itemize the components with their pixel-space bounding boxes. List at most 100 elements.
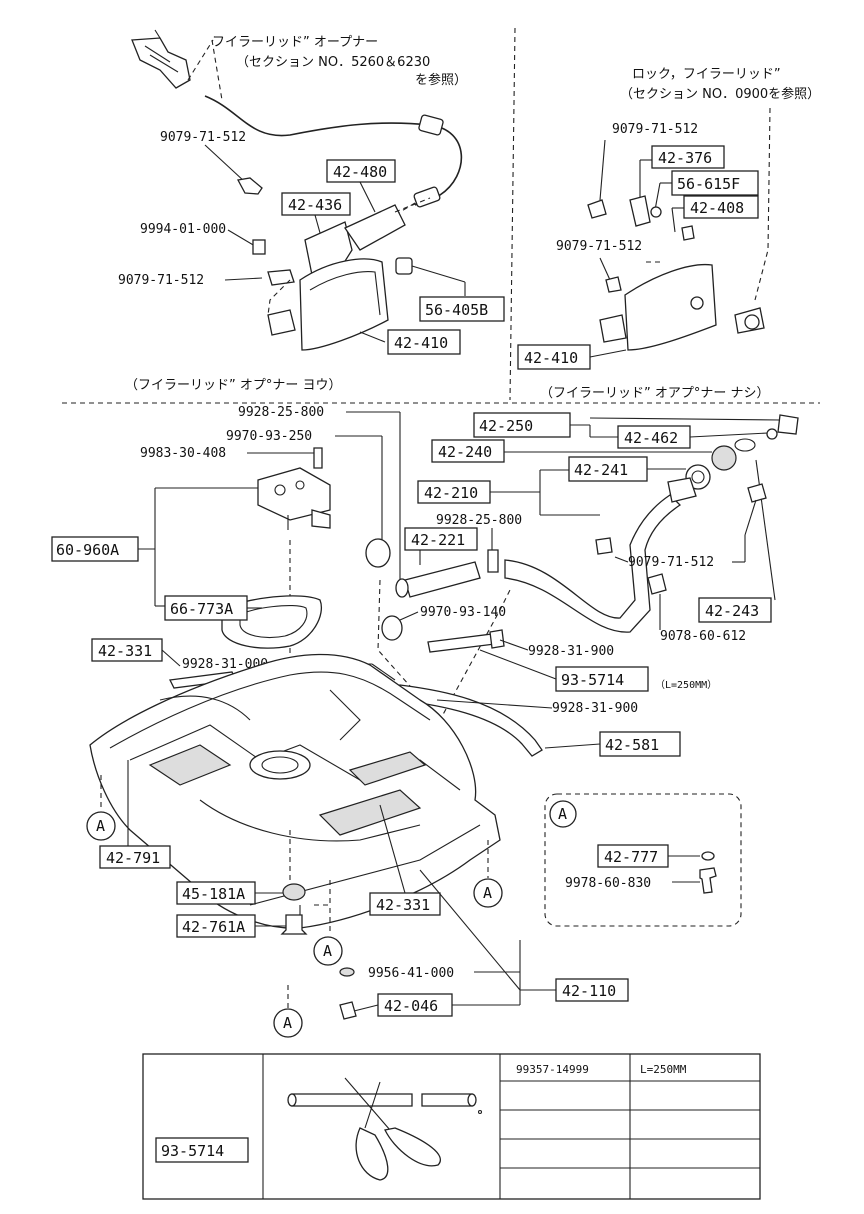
top-left-panel: フイラーリッド” オープナー （セクション NO．5260＆6230 を参照） … [118,29,505,393]
clamp-drawing-b [381,615,403,641]
part-box-42-243[interactable] [698,597,772,623]
ref-9928-31-900-a: 9928-31-900 [528,644,614,659]
opener-note-line2: （セクション NO．5260＆6230 [236,55,430,70]
ref-9994-01-000: 9994-01-000 [140,222,226,237]
part-box-42-331-b[interactable] [369,892,441,916]
rubber-mount-drawing [282,883,306,901]
opener-cable [204,95,463,206]
part-box-42-221[interactable] [404,527,478,551]
marker-A-right[interactable] [473,878,503,908]
screw-drawing [236,177,263,195]
ref-9078-60-612: 9078-60-612 [660,629,746,644]
part-42-480: 42-480 [333,163,387,181]
opener-lever-drawing [131,29,223,101]
part-box-42-408[interactable] [683,195,759,219]
part-42-240: 42-240 [438,443,492,461]
fuel-tank-drawing [89,653,501,929]
part-box-42-581[interactable] [599,731,681,757]
part-42-221: 42-221 [411,531,465,549]
part-56-615F: 56-615F [677,175,740,193]
marker-A-foot[interactable] [273,1008,303,1038]
part-60-960A: 60-960A [56,541,119,559]
detail-a-marker-label: A [558,805,567,823]
part-box-42-480[interactable] [326,159,396,183]
part-box-42-241[interactable] [568,456,648,482]
scissors-hose-illustration [287,1077,483,1181]
marker-A-right-label: A [483,884,492,902]
part-42-250: 42-250 [479,417,533,435]
part-box-93-5714[interactable] [555,666,649,692]
filler-lid-drawing [299,258,389,351]
part-42-210: 42-210 [424,484,478,502]
ref-9970-93-250: 9970-93-250 [226,429,312,444]
bolt-drawing [339,1001,357,1020]
part-box-42-791[interactable] [99,845,171,869]
ref-9928-25-800-a: 9928-25-800 [238,405,324,420]
lock-note-line2: （セクション NO．0900を参照） [620,86,820,102]
table-part-box[interactable] [155,1137,249,1163]
main-assembly: 9928-25-800 9970-93-250 9983-30-408 60-9… [51,405,799,1038]
caption-with-opener: （フイラーリッド” オプ°ナー ヨウ） [125,378,342,393]
part-42-331-a: 42-331 [98,642,152,660]
table-row1-code: 99357-14999 [516,1063,589,1076]
hose-length-note: （L=250MM） [655,679,717,691]
hose-table: 93-5714 99357-14999 L=250MM [142,1053,761,1200]
opener-note-line3: を参照） [415,72,467,88]
part-66-773A: 66-773A [170,600,233,618]
ref-9956-41-000: 9956-41-000 [368,966,454,981]
part-93-5714: 93-5714 [561,671,624,689]
part-42-581: 42-581 [605,736,659,754]
part-42-408: 42-408 [690,199,744,217]
opener-note-line1: フイラーリッド” オープナー [212,35,378,50]
ref-9079-71-512-e: 9079-71-512 [628,555,714,570]
part-42-436: 42-436 [288,196,342,214]
part-42-777: 42-777 [604,848,658,866]
marker-A-foot-label: A [283,1014,292,1032]
marker-A-left[interactable] [86,811,116,841]
fuel-cap-drawing [711,445,737,471]
part-42-791: 42-791 [106,849,160,867]
table-row1-length: L=250MM [640,1063,687,1076]
filler-lid-drawing-b [624,263,717,351]
part-box-56-405B[interactable] [419,296,505,322]
vertical-divider [509,27,516,401]
marker-A-bottom-label: A [323,942,332,960]
bushing-drawing [280,914,308,935]
ref-9978-60-830: 9978-60-830 [565,876,651,891]
ref-9928-25-800-b: 9928-25-800 [436,513,522,528]
part-42-462: 42-462 [624,429,678,447]
part-box-66-773A[interactable] [164,595,248,621]
sender-unit-drawing [257,467,331,521]
ref-9970-93-140: 9970-93-140 [420,605,506,620]
marker-A-left-label: A [96,817,105,835]
vent-hose-drawing [397,684,543,757]
ref-9079-71-512-b: 9079-71-512 [118,273,204,288]
top-right-panel: ロック，フイラーリッド” （セクション NO．0900を参照） 9079-71-… [517,67,820,401]
ref-9079-71-512-a: 9079-71-512 [160,130,246,145]
part-box-42-250[interactable] [473,412,571,438]
part-42-410-a: 42-410 [394,334,448,352]
part-45-181A: 45-181A [182,885,245,903]
part-box-42-436[interactable] [281,192,351,216]
part-box-42-376[interactable] [651,145,725,169]
clamp-drawing-a [365,538,391,568]
part-box-42-110[interactable] [555,978,629,1002]
caption-without-opener: （フイラーリッド” オアプ°ナー ナシ） [540,386,770,401]
marker-A-bottom[interactable] [313,936,343,966]
ref-9079-71-512-c: 9079-71-512 [612,122,698,137]
lock-note-line1: ロック，フイラーリッド” [632,67,781,82]
ref-9983-30-408: 9983-30-408 [140,446,226,461]
breather-hose-drawing [404,561,481,598]
part-box-56-615F[interactable] [671,170,759,196]
part-box-42-410-a[interactable] [387,329,461,355]
part-42-410-b: 42-410 [524,349,578,367]
part-box-42-240[interactable] [431,439,505,463]
part-42-376: 42-376 [658,149,712,167]
part-42-241: 42-241 [574,461,628,479]
part-42-243: 42-243 [705,602,759,620]
detail-a-inset: A 42-777 9978-60-830 [544,793,742,927]
part-42-046: 42-046 [384,997,438,1015]
clip-drawing [252,239,266,255]
ref-9928-31-000: 9928-31-000 [182,657,268,672]
hose-93-5714-drawing [427,633,496,653]
